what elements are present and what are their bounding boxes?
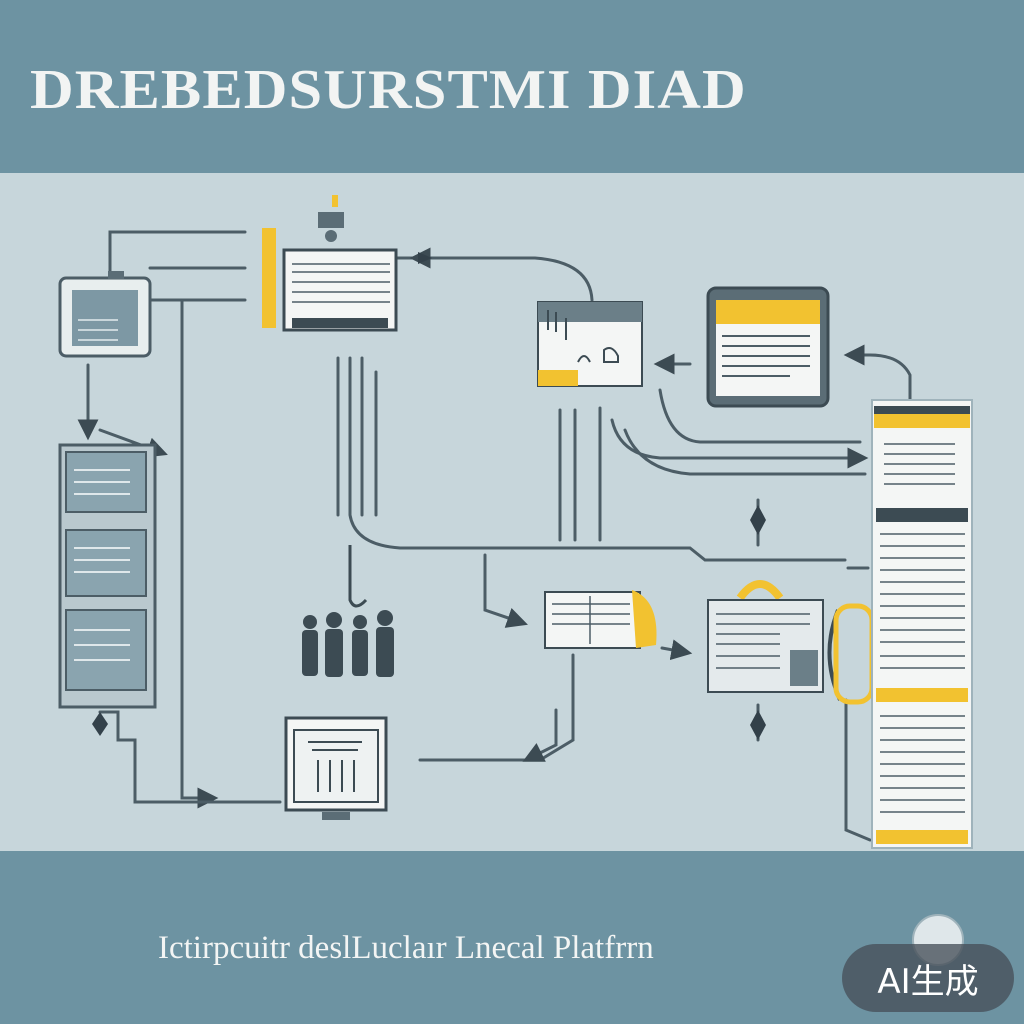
connector-line: [660, 639, 693, 661]
connector-line: [844, 698, 872, 842]
document-panel-icon: [537, 301, 643, 387]
footer-subtitle: Ictirpcuitr deslLuclaır Lnecal Platfrrn: [158, 930, 654, 966]
monitor-top-right: [706, 286, 830, 408]
connector-line: [623, 428, 867, 476]
monitor-bottom: [284, 716, 388, 820]
connector-line: [108, 230, 247, 292]
header-band: DREBEDSURSTMI DIAD: [0, 0, 1024, 173]
ai-generated-badge: AI生成: [842, 944, 1014, 1012]
people-group-icon: [302, 545, 394, 677]
connector-line: [98, 710, 282, 804]
server-rack-icon: [58, 443, 157, 709]
diagram-canvas: [0, 173, 1024, 851]
connector-line: [522, 708, 558, 762]
printer-icon: [262, 195, 398, 332]
connector-line: [148, 298, 219, 809]
tall-document-icon: [871, 399, 973, 849]
diamond-arrow-icon: [92, 712, 108, 736]
connector-line: [393, 256, 594, 302]
document-card-icon: [544, 590, 657, 649]
diamond-arrow-icon: [750, 710, 766, 740]
connector-line: [658, 388, 862, 444]
connector-line: [348, 356, 847, 562]
arrow-icon: [418, 252, 432, 264]
connector-line: [843, 344, 912, 402]
connector-line: [418, 653, 575, 762]
monitor-screen: [72, 290, 138, 346]
diamond-arrow-icon: [750, 505, 766, 535]
diamond-arrows: [92, 252, 766, 740]
monitor-center-right: [707, 580, 875, 705]
monitor-top-left: [58, 271, 152, 358]
page-title: DREBEDSURSTMI DIAD: [30, 59, 747, 121]
connector-line: [483, 553, 528, 628]
connector-line: [610, 418, 869, 469]
connector-lines: [77, 230, 912, 842]
